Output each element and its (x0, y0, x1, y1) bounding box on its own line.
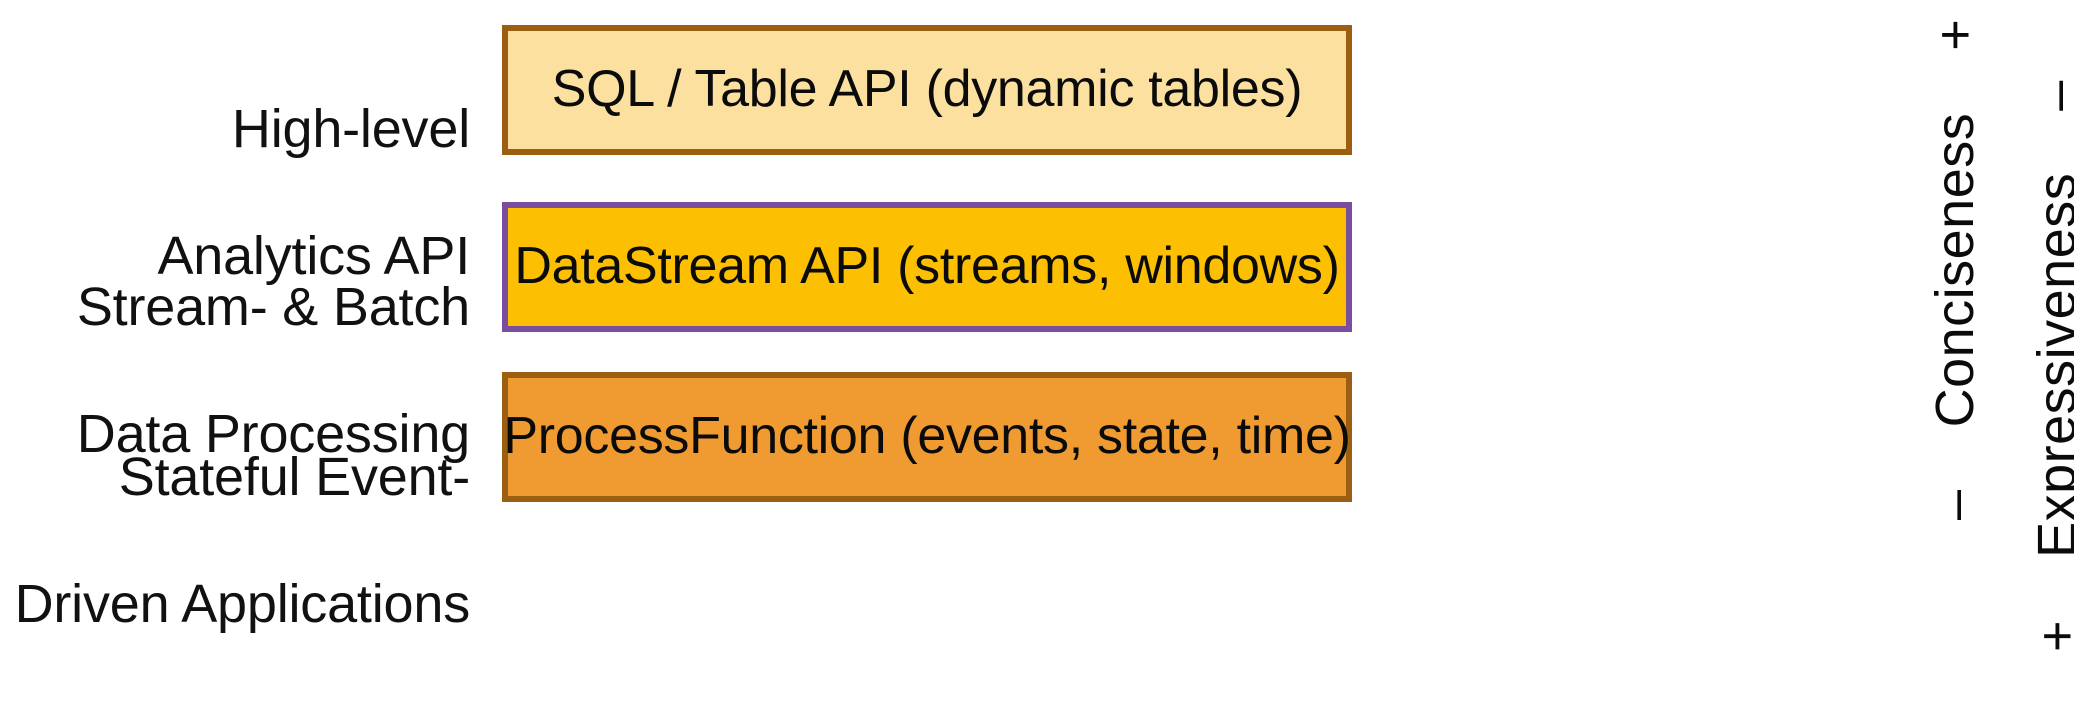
axis-sign-low: – (1925, 489, 1985, 520)
row-label-line2: Data Processing (76, 404, 470, 465)
row-label-line2: Analytics API (157, 226, 470, 287)
axis-sign-high: – (2027, 80, 2074, 111)
axis-label-expressiveness: + Expressiveness – (2027, 80, 2074, 652)
row-label-line1: Stream- & Batch (76, 276, 470, 337)
row-label-high-level-analytics-api: High-level Analytics API (0, 34, 470, 353)
layer-box-processfunction[interactable]: ProcessFunction (events, state, time) (502, 372, 1352, 502)
layer-box-label: DataStream API (streams, windows) (514, 237, 1340, 296)
layer-box-label: SQL / Table API (dynamic tables) (551, 60, 1303, 119)
axis-label-conciseness: – Conciseness + (1925, 18, 1985, 520)
row-label-line1: High-level (231, 98, 470, 159)
layer-box-sql-table-api[interactable]: SQL / Table API (dynamic tables) (502, 25, 1352, 155)
axis-sign-high: + (1925, 18, 1985, 51)
row-label-line1: Stateful Event- (118, 446, 470, 507)
layer-box-label: ProcessFunction (events, state, time) (503, 407, 1351, 466)
row-label-stream-batch-data-processing: Stream- & Batch Data Processing (0, 212, 470, 531)
axis-text-expressiveness: Expressiveness (2027, 172, 2074, 558)
axis-sign-low: + (2027, 620, 2074, 652)
row-label-line2: Driven Applications (14, 574, 471, 635)
layer-box-datastream-api[interactable]: DataStream API (streams, windows) (502, 202, 1352, 332)
row-label-stateful-event-driven-applications: Stateful Event- Driven Applications (0, 382, 471, 701)
axis-text-conciseness: Conciseness (1925, 112, 1985, 428)
